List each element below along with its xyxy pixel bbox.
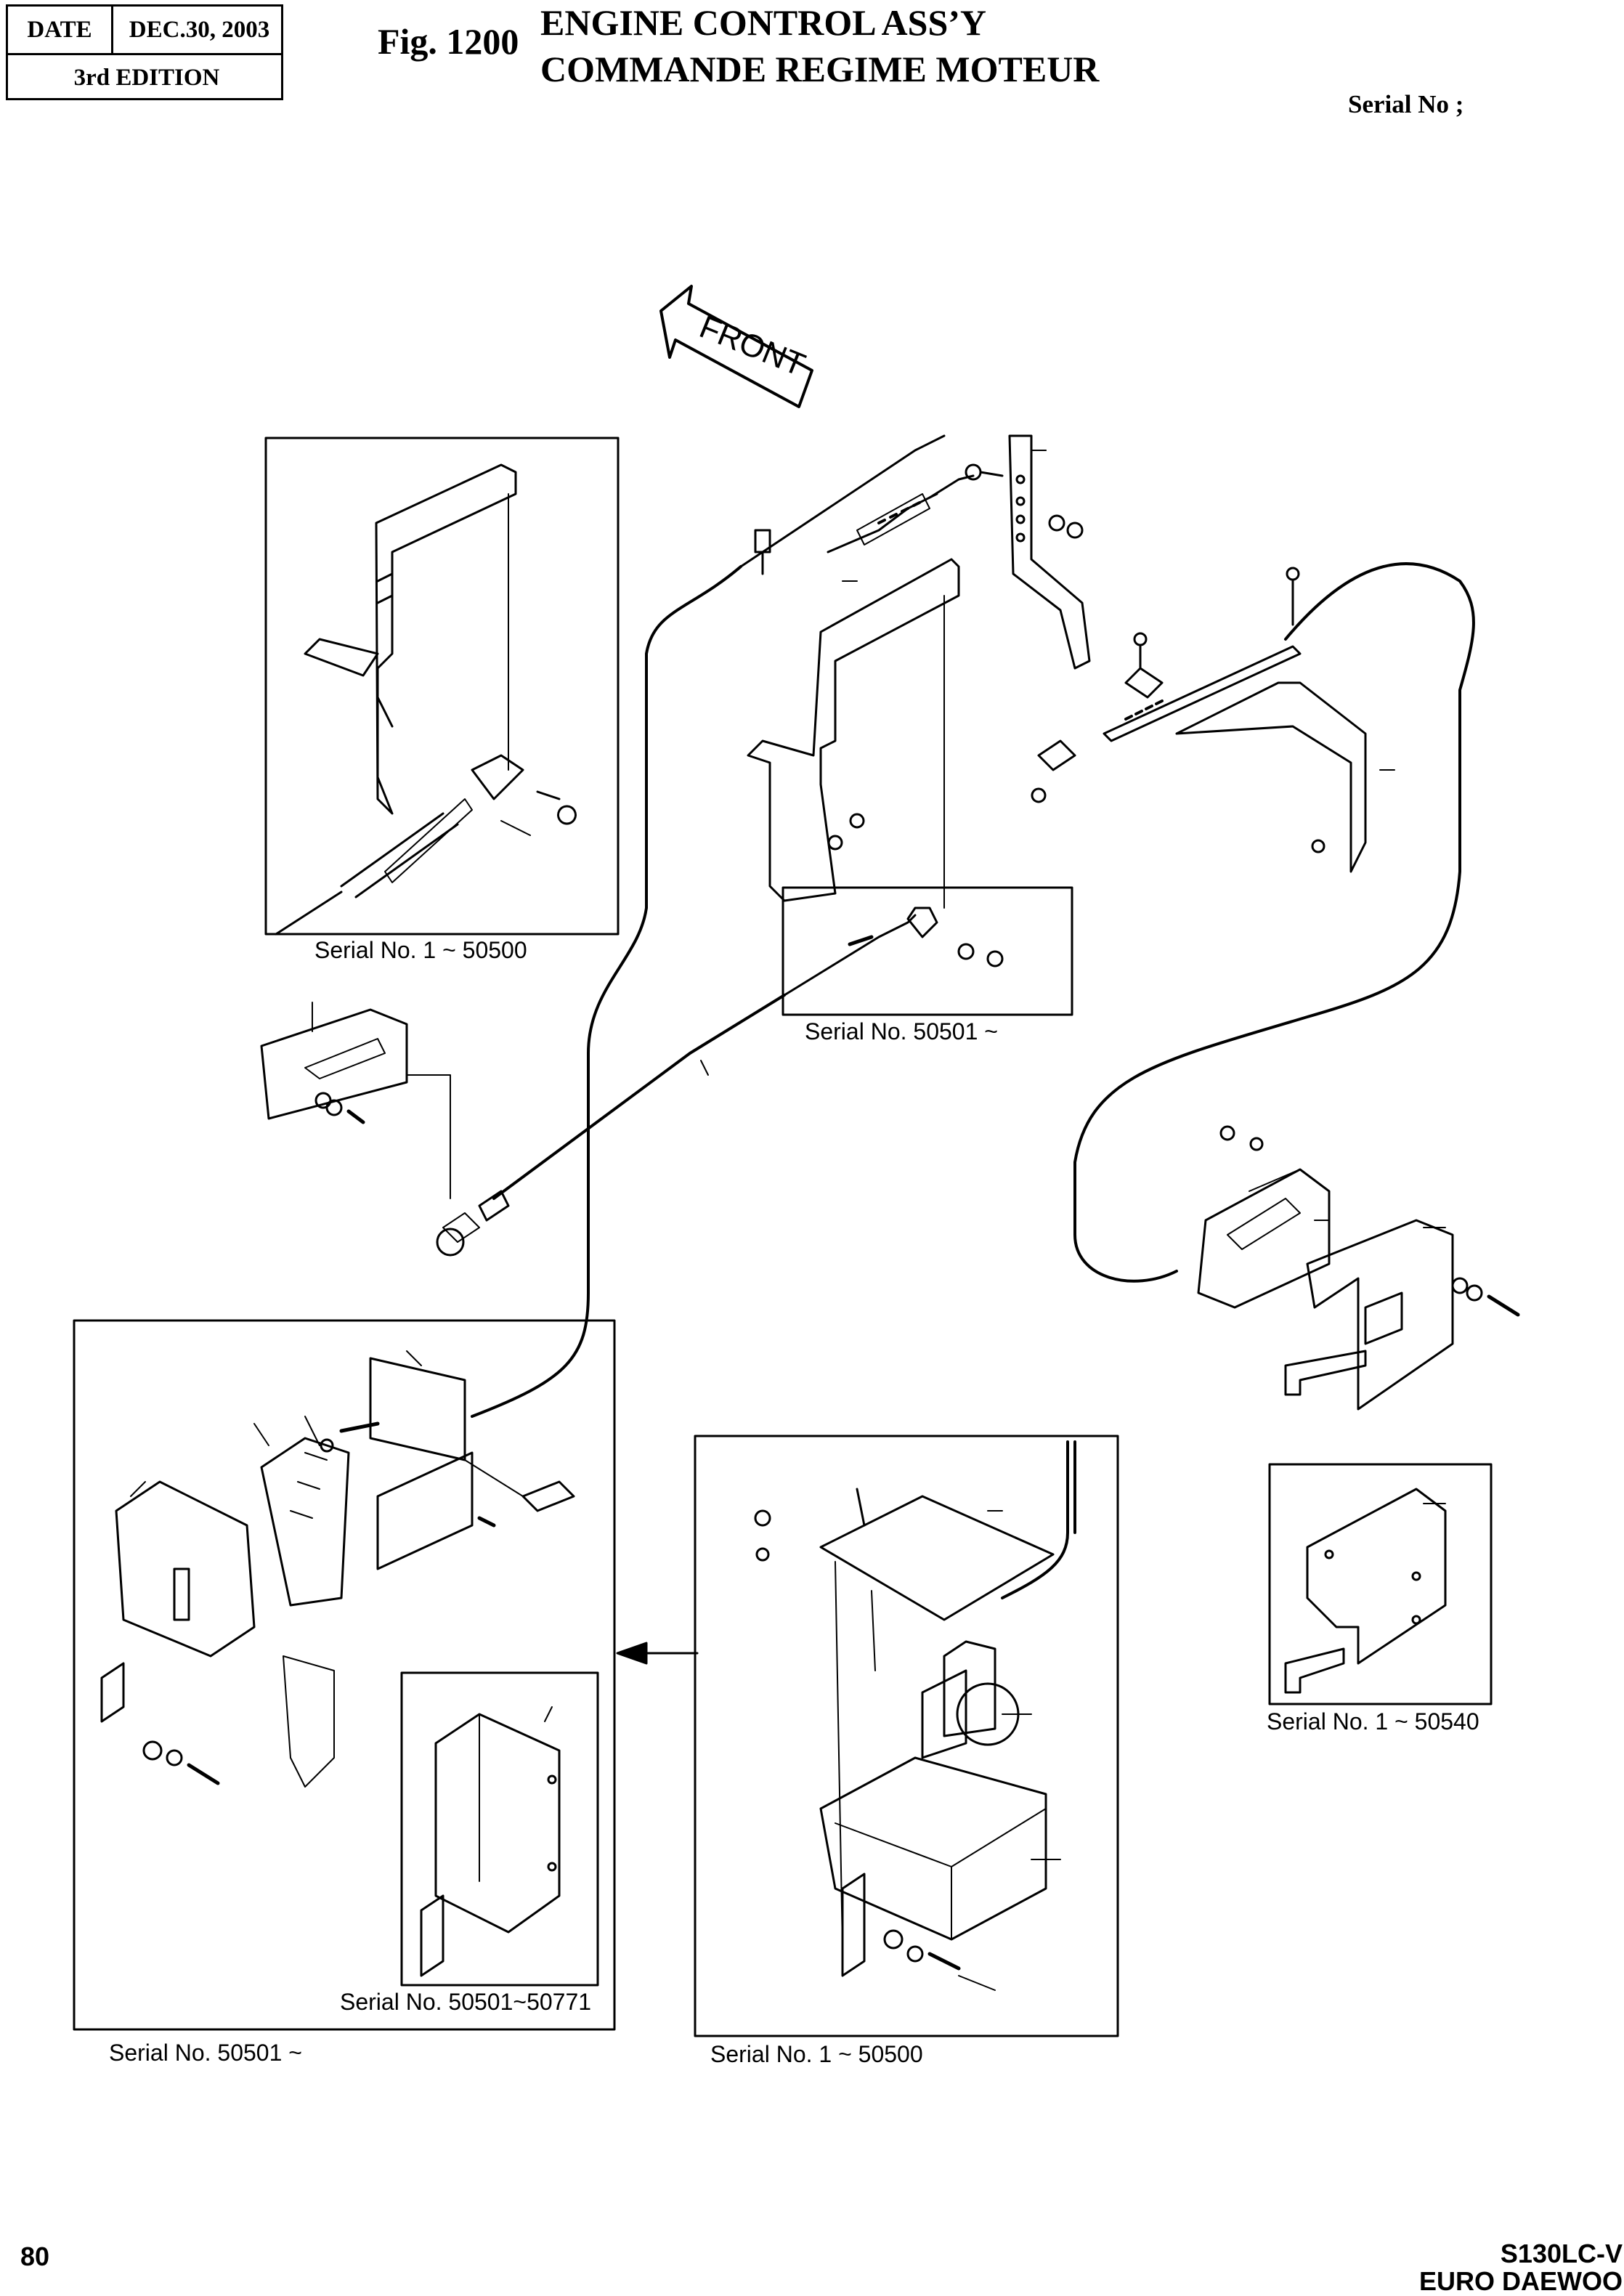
reference-arrow — [616, 1642, 699, 1665]
title-english: ENGINE CONTROL ASS’Y — [540, 2, 987, 43]
inset-label-bottom-center: Serial No. 1 ~ 50500 — [710, 2041, 923, 2067]
inset-box-bottom-left-inner — [400, 1671, 599, 1987]
title-french: COMMANDE REGIME MOTEUR — [540, 49, 1100, 89]
inner-inset-parts — [420, 1713, 561, 1977]
right-upper-assembly — [1031, 567, 1367, 873]
main-cable — [471, 565, 742, 1418]
inset-box-bottom-center — [694, 1435, 1119, 2037]
inset-box-top-left — [264, 437, 620, 936]
brand-name: EURO DAEWOO — [1418, 2266, 1623, 2296]
date-row: DATE DEC.30, 2003 — [8, 7, 281, 55]
right-cable-loop — [1073, 562, 1475, 1283]
date-label: DATE — [8, 7, 113, 53]
edition-row: 3rd EDITION — [8, 54, 281, 101]
inset-top-left-parts — [275, 463, 577, 936]
bottom-center-parts — [754, 1440, 1076, 1977]
left-plate-bracket — [260, 1008, 451, 1199]
inset-label-bottom-left: Serial No. 50501 ~ — [109, 2040, 302, 2066]
inset-right-parts — [1284, 1488, 1447, 1694]
top-cable-assembly — [827, 463, 1004, 553]
figure-number: Fig. 1200 — [378, 21, 519, 62]
center-bracket — [747, 529, 960, 909]
edition-value: 3rd EDITION — [73, 65, 220, 91]
inset-box-bottom-left — [73, 1319, 616, 2031]
inset-label-top-left: Serial No. 1 ~ 50500 — [314, 937, 527, 963]
model-block: S130LC-V EURO DAEWOO — [1419, 2240, 1623, 2295]
right-lower-bracket — [1197, 1125, 1520, 1411]
stay-bracket-top — [1008, 434, 1091, 670]
inset-box-center — [781, 886, 1073, 1016]
bottom-left-parts — [100, 1357, 575, 1788]
serial-number-header: Serial No ; — [1348, 90, 1464, 118]
date-value: DEC.30, 2003 — [129, 17, 270, 43]
inset-label-center: Serial No. 50501 ~ — [805, 1018, 998, 1044]
knob-cable — [492, 994, 786, 1200]
inset-box-right — [1268, 1463, 1493, 1705]
inset-label-bottom-left-inner: Serial No. 50501~50771 — [340, 1989, 592, 2015]
center-cable-to-rod — [783, 906, 1004, 997]
front-arrow: FRONT — [659, 285, 813, 408]
front-arrow-label: FRONT — [694, 309, 810, 383]
page-number: 80 — [20, 2242, 50, 2271]
callout-leaders — [130, 450, 1446, 1991]
model-name: S130LC-V — [1500, 2239, 1623, 2268]
inset-label-right: Serial No. 1 ~ 50540 — [1267, 1708, 1479, 1735]
knob-assembly — [436, 1190, 510, 1257]
date-edition-box: DATE DEC.30, 2003 3rd EDITION — [6, 4, 283, 100]
